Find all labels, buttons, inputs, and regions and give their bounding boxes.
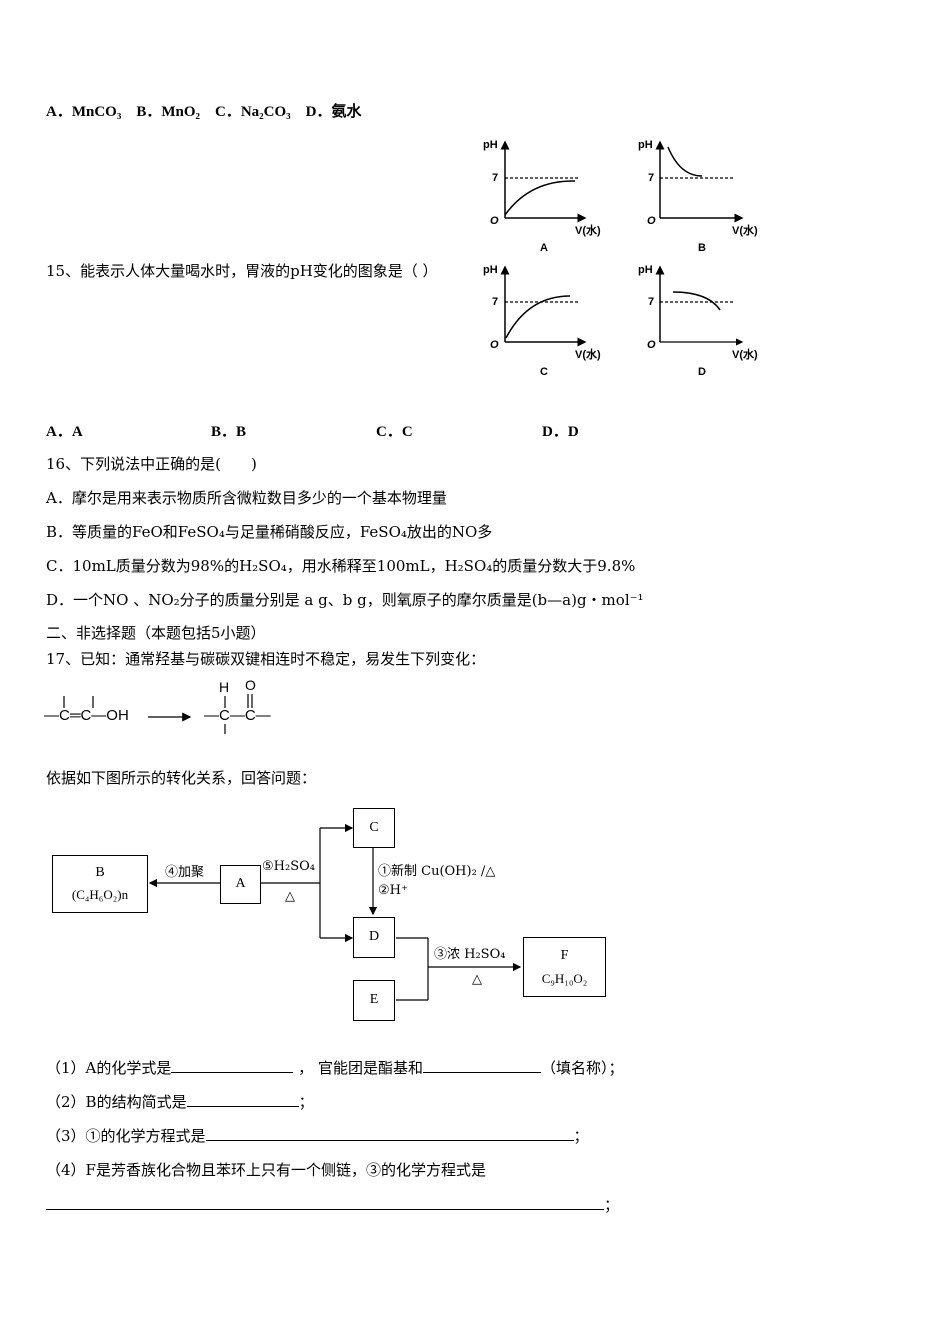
q15-option-c: C．C [376,424,413,440]
graph-a-name: A [540,242,548,254]
graph-d-origin: O [647,339,656,351]
sub-question-3: （3）①的化学方程式是 ； [46,1126,589,1146]
graph-b-seven-label: 7 [648,172,655,184]
box-d-label: D [368,929,380,944]
arrow-label-conc-h2so4: ③浓 H₂SO₄ [434,947,506,962]
sub-question-1: （1）A的化学式是 ， 官能团是酯基和 （填名称）； [46,1058,623,1078]
graph-a-seven-label: 7 [492,172,499,184]
box-f-formula: C₉H₁₀O₂ [541,971,588,986]
arrow-label-acid: ②H⁺ [378,883,408,898]
reaction-o: O [245,677,256,693]
box-b-formula: (C₄H₆O₂)n [71,887,129,902]
graph-c-ph-label: pH [483,264,498,276]
graph-b-xaxis: V(水) [732,225,758,237]
reaction-product: —C—C— [204,707,271,724]
q14-options: A．MnCO₃ B．MnO₂ C．Na₂CO₃ D．氨水 [46,104,362,120]
reaction-h: H [219,679,230,695]
q17-transition: 依据如下图所示的转化关系，回答问题： [46,769,317,787]
answer-blank-4[interactable] [46,1195,604,1210]
q15-option-b: B．B [211,424,247,440]
q15-stem: 15、能表示人体大量喝水时，胃液的pH变化的图象是（ ） [46,262,438,280]
sub-question-1-text-c: （填名称）； [540,1059,624,1077]
box-a: A [220,865,261,904]
q16-option-d: D．一个NO 、NO₂分子的质量分别是 a g、b g，则氧原子的摩尔质量是(b… [46,591,644,609]
graph-a-xaxis: V(水) [575,225,601,237]
box-c: C [353,808,395,848]
sub-question-2-end: ； [298,1093,314,1111]
section-heading: 二、非选择题（本题包括5小题） [46,624,266,642]
q17-intro: 17、已知：通常羟基与碳碳双键相连时不稳定，易发生下列变化： [46,650,486,668]
graph-b-ph-label: pH [638,139,653,151]
sub-question-4: （4）F是芳香族化合物且苯环上只有一个侧链，③的化学方程式是 [46,1161,486,1179]
sub-question-4-answer: ； [46,1195,619,1215]
graph-b [655,140,744,223]
arrow-label-polymerize: ④加聚 [165,865,205,880]
q15-option-d: D．D [542,424,579,440]
q16-option-c: C．10mL质量分数为98%的H₂SO₄，用水稀释至100mL，H₂SO₄的质量… [46,557,636,575]
graph-c-xaxis: V(水) [575,349,601,361]
graph-a [500,140,587,223]
graph-b-name: B [698,242,706,254]
sub-question-4-end: ； [604,1196,620,1214]
sub-question-3-end: ； [573,1127,589,1145]
sub-question-2-text: （2）B的结构简式是 [46,1093,187,1111]
graph-c-seven-label: 7 [492,296,499,308]
q16-option-a: A．摩尔是用来表示物质所含微粒数目多少的一个基本物理量 [46,489,447,507]
box-b: B (C₄H₆O₂)n [52,855,148,913]
graph-c [500,265,587,347]
answer-blank-1a[interactable] [171,1058,294,1073]
box-a-label: A [235,876,246,891]
sub-question-2: （2）B的结构简式是 ； [46,1092,314,1112]
answer-blank-3[interactable] [205,1126,574,1141]
arrow-label-heat-3: △ [472,972,482,987]
graph-d-ph-label: pH [638,264,653,276]
graph-a-origin: O [490,215,499,227]
box-e: E [353,980,395,1021]
box-f-label: F [560,948,569,963]
graph-d-seven-label: 7 [648,296,655,308]
arrow-label-h2so4: ⑤H₂SO₄ [262,859,315,874]
arrow-label-cuoh2: ①新制 Cu(OH)₂ /△ [378,864,496,879]
graph-a-ph-label: pH [483,139,498,151]
box-e-label: E [369,992,379,1007]
answer-blank-1b[interactable] [422,1058,541,1073]
q15-option-a: A．A [46,424,83,440]
sub-question-3-text: （3）①的化学方程式是 [46,1127,206,1145]
ph-graphs [500,140,744,347]
box-b-label: B [95,865,105,880]
graph-d [655,265,744,346]
graph-c-name: C [540,366,548,378]
sub-question-1-text-a: （1）A的化学式是 [46,1059,172,1077]
q16-stem: 16、下列说法中正确的是( ) [46,455,257,473]
reaction-reactant: —C═C—OH [44,707,129,724]
arrow-label-heat-5: △ [285,889,295,904]
q16-option-b: B．等质量的FeO和FeSO₄与足量稀硝酸反应，FeSO₄放出的NO多 [46,523,493,541]
box-f: F C₉H₁₀O₂ [523,937,606,997]
answer-blank-2[interactable] [186,1092,299,1107]
sub-question-1-text-b: ， 官能团是酯基和 [298,1059,423,1077]
graph-d-name: D [698,366,706,378]
box-d: D [353,917,395,958]
flow-diagram-arrows [148,823,522,1001]
graph-c-origin: O [490,339,499,351]
box-c-label: C [369,820,379,835]
graph-d-xaxis: V(水) [732,349,758,361]
graph-b-origin: O [647,215,656,227]
